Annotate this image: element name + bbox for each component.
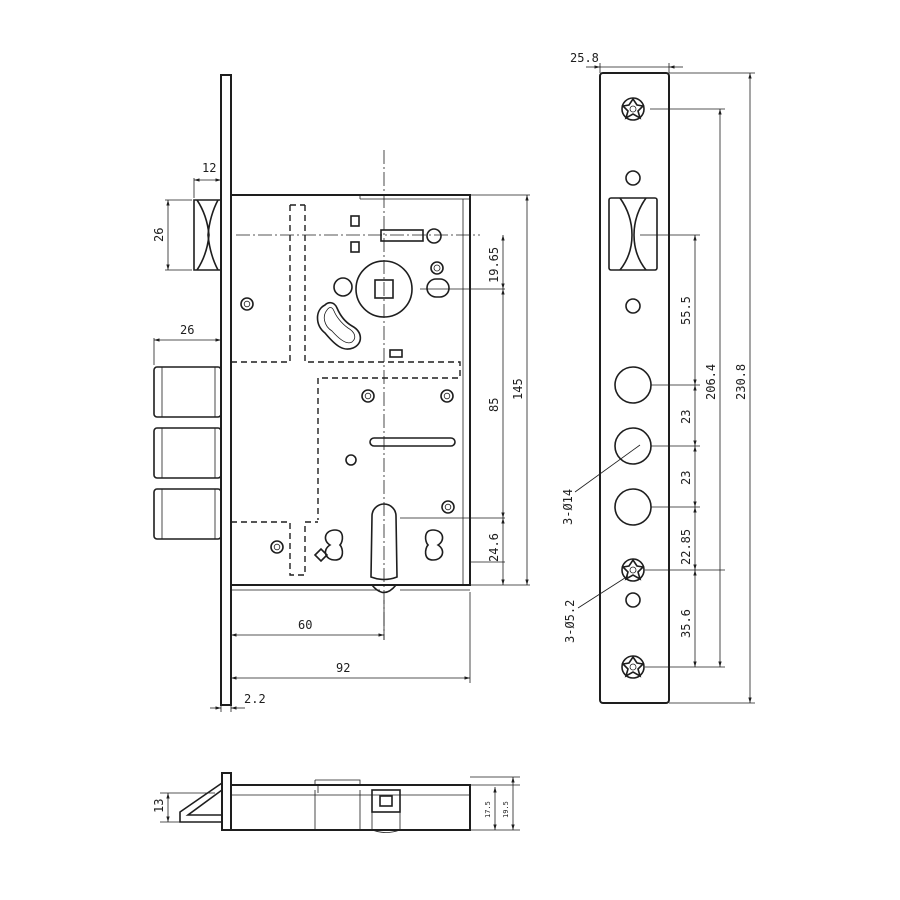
dim-bolt-block-width: 12 bbox=[202, 161, 216, 175]
dim-hole-spacing-2: 23 bbox=[679, 471, 693, 485]
dim-faceplate-width: 25.8 bbox=[570, 51, 599, 65]
dim-latch-height: 13 bbox=[152, 799, 166, 813]
dim-outer-thickness: 19.5 bbox=[502, 801, 510, 818]
deadbolt-2 bbox=[153, 427, 222, 479]
bottom-case bbox=[231, 784, 471, 831]
dim-faceplate-thickness: 2.2 bbox=[244, 692, 266, 706]
faceplate-dimensions: 25.8 55.5 23 23 22.85 35.6 206.4 230.8 3… bbox=[561, 51, 755, 704]
kidney-slot bbox=[316, 301, 362, 350]
faceplate-outline bbox=[599, 72, 670, 704]
cylinder-cutout bbox=[313, 503, 444, 581]
deadbolt-1 bbox=[153, 366, 222, 418]
bolt-hole-3 bbox=[614, 488, 652, 526]
bottom-spindle-detail bbox=[371, 789, 401, 833]
hidden-lines bbox=[231, 204, 461, 576]
dim-bolt-block-height: 26 bbox=[152, 228, 166, 242]
screw-hole-bottom bbox=[621, 655, 645, 679]
faceplate-view bbox=[599, 72, 670, 704]
deadbolt-3 bbox=[153, 488, 222, 540]
deadbolts bbox=[153, 366, 222, 540]
dim-hole-to-screw: 22.85 bbox=[679, 529, 693, 565]
dim-hole-spacing-1: 23 bbox=[679, 410, 693, 424]
front-dimensions: 12 26 26 19.65 85 24.6 145 60 92 2.2 bbox=[152, 161, 530, 712]
front-faceplate bbox=[220, 74, 232, 706]
spindle-hub bbox=[333, 215, 450, 358]
dim-screw-span: 206.4 bbox=[704, 364, 718, 400]
dim-backset: 60 bbox=[298, 618, 312, 632]
dim-latch-to-hole: 55.5 bbox=[679, 296, 693, 325]
callout-bolt-holes: 3-Ø14 bbox=[561, 489, 575, 525]
dim-case-depth: 92 bbox=[336, 661, 350, 675]
latch-opening bbox=[608, 197, 658, 271]
latch-bolt bbox=[193, 199, 222, 271]
dim-spindle-to-top: 19.65 bbox=[487, 247, 501, 283]
bottom-faceplate bbox=[221, 772, 232, 831]
dim-cylinder-to-bottom: 24.6 bbox=[487, 533, 501, 562]
lever-slot bbox=[369, 437, 456, 447]
pin-hole-2 bbox=[625, 298, 641, 314]
lock-case bbox=[231, 194, 471, 586]
dim-deadbolt-projection: 26 bbox=[180, 323, 194, 337]
front-view bbox=[153, 74, 480, 706]
case-screws bbox=[240, 297, 455, 554]
bolt-hole-1 bbox=[614, 366, 652, 404]
bottom-view bbox=[179, 772, 471, 833]
dim-inner-thickness: 17.5 bbox=[484, 801, 492, 818]
screw-hole-top bbox=[621, 97, 645, 121]
dim-total-length: 230.8 bbox=[734, 364, 748, 400]
bottom-dimensions: 13 17.5 19.5 bbox=[152, 776, 520, 831]
callout-screw-holes: 3-Ø5.2 bbox=[563, 600, 577, 643]
dim-screw-to-bottom: 35.6 bbox=[679, 609, 693, 638]
bolt-hole-2 bbox=[614, 427, 652, 465]
dim-spindle-to-cylinder: 85 bbox=[487, 398, 501, 412]
pin-hole-1 bbox=[625, 170, 641, 186]
pin-hole-3 bbox=[625, 592, 641, 608]
dim-case-height: 145 bbox=[511, 378, 525, 400]
screw-hole-middle bbox=[621, 558, 645, 582]
bottom-latch bbox=[179, 782, 223, 823]
